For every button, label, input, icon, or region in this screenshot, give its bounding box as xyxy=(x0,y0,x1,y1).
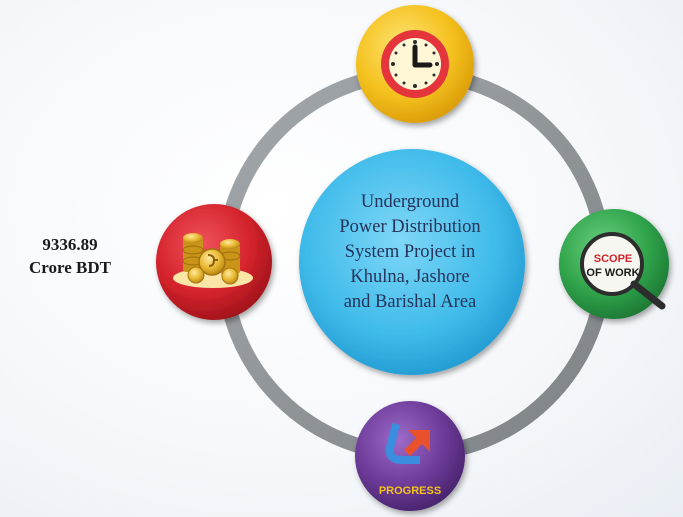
project-title-line: Khulna, Jashore xyxy=(350,267,470,287)
cost-unit: Crore BDT xyxy=(28,258,111,277)
coins-icon xyxy=(173,233,253,288)
project-title-line: Underground xyxy=(360,192,460,212)
progress-arrow-icon xyxy=(385,423,430,464)
cost-amount: 9336.89 xyxy=(42,235,98,254)
scope-label-line2: OF WORK xyxy=(586,267,639,279)
scope-label-line1: SCOPE xyxy=(594,253,633,265)
project-title: Underground Power Distribution System Pr… xyxy=(310,190,510,315)
magnifier-icon xyxy=(580,232,666,310)
progress-label: PROGRESS xyxy=(379,485,441,497)
center-circle xyxy=(299,149,525,375)
project-title-line: System Project in xyxy=(344,242,476,262)
clock-icon xyxy=(381,30,449,98)
project-title-line: and Barishal Area xyxy=(343,292,477,312)
cost-label: 9336.89 Crore BDT xyxy=(0,233,140,279)
project-title-line: Power Distribution xyxy=(339,217,481,237)
